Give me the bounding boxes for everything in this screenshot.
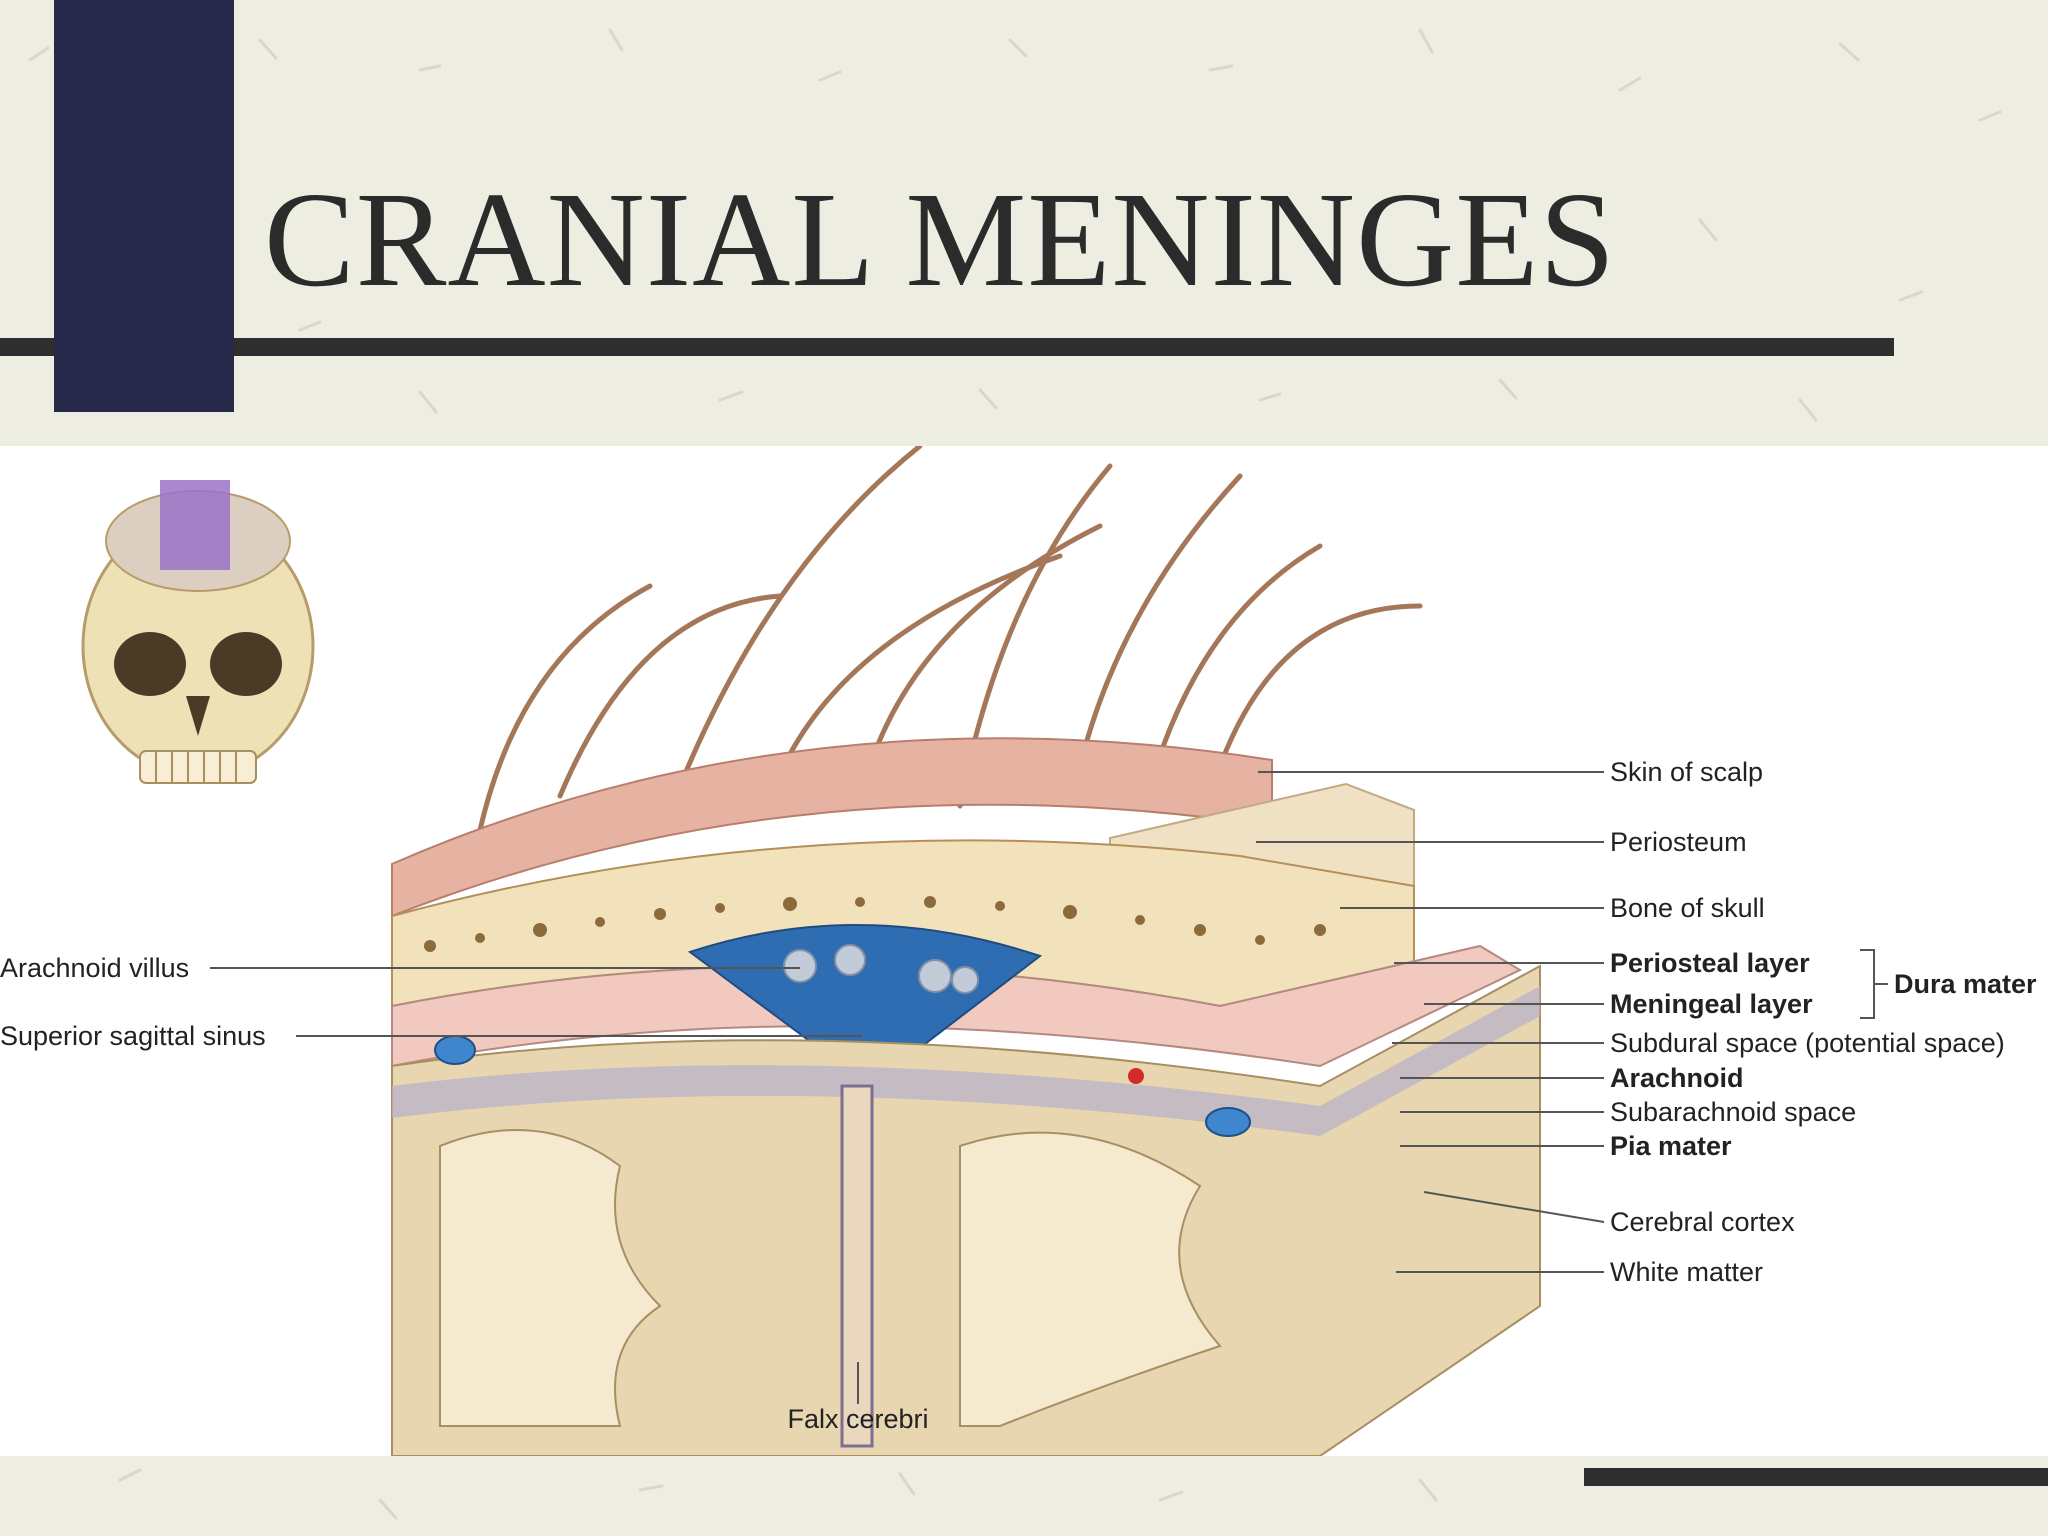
bone-pores [424, 896, 1326, 952]
title-rule [0, 338, 1894, 356]
label-periosteum: Periosteum [1610, 827, 1747, 857]
arachnoid-web [392, 986, 1540, 1136]
label-subarachnoid-space: Subarachnoid space [1610, 1097, 1856, 1127]
label-cerebral-cortex: Cerebral cortex [1610, 1207, 1795, 1237]
label-subdural-space: Subdural space (potential space) [1610, 1028, 2005, 1058]
skull-thumbnail [81, 480, 315, 784]
gyri [439, 1129, 1222, 1427]
label-skin-of-scalp: Skin of scalp [1610, 757, 1763, 787]
accent-block [54, 0, 234, 412]
label-bone-of-skull: Bone of skull [1610, 893, 1765, 923]
meninges-diagram: Skin of scalp Periosteum Bone of skull P… [0, 446, 2048, 1456]
label-arachnoid: Arachnoid [1610, 1063, 1744, 1093]
sagittal-sinus [687, 924, 1043, 1088]
label-superior-sagittal-sinus: Superior sagittal sinus [0, 1021, 266, 1051]
artery-dot [1128, 1068, 1144, 1084]
slide-title: CRANIAL MENINGES [264, 165, 1617, 315]
label-white-matter: White matter [1610, 1257, 1763, 1287]
falx-cerebri-shape [840, 1084, 874, 1448]
label-dura-mater: Dura mater [1894, 969, 2037, 999]
label-arachnoid-villus: Arachnoid villus [0, 953, 189, 983]
vessels [434, 1035, 1251, 1137]
label-periosteal-layer: Periosteal layer [1610, 948, 1810, 978]
label-pia-mater: Pia mater [1610, 1131, 1732, 1161]
label-falx-cerebri: Falx cerebri [787, 1404, 928, 1434]
label-meningeal-layer: Meningeal layer [1610, 989, 1813, 1019]
footer-rule [1584, 1468, 2048, 1486]
arachnoid-villi [783, 944, 979, 994]
leader-lines [210, 771, 1888, 1404]
